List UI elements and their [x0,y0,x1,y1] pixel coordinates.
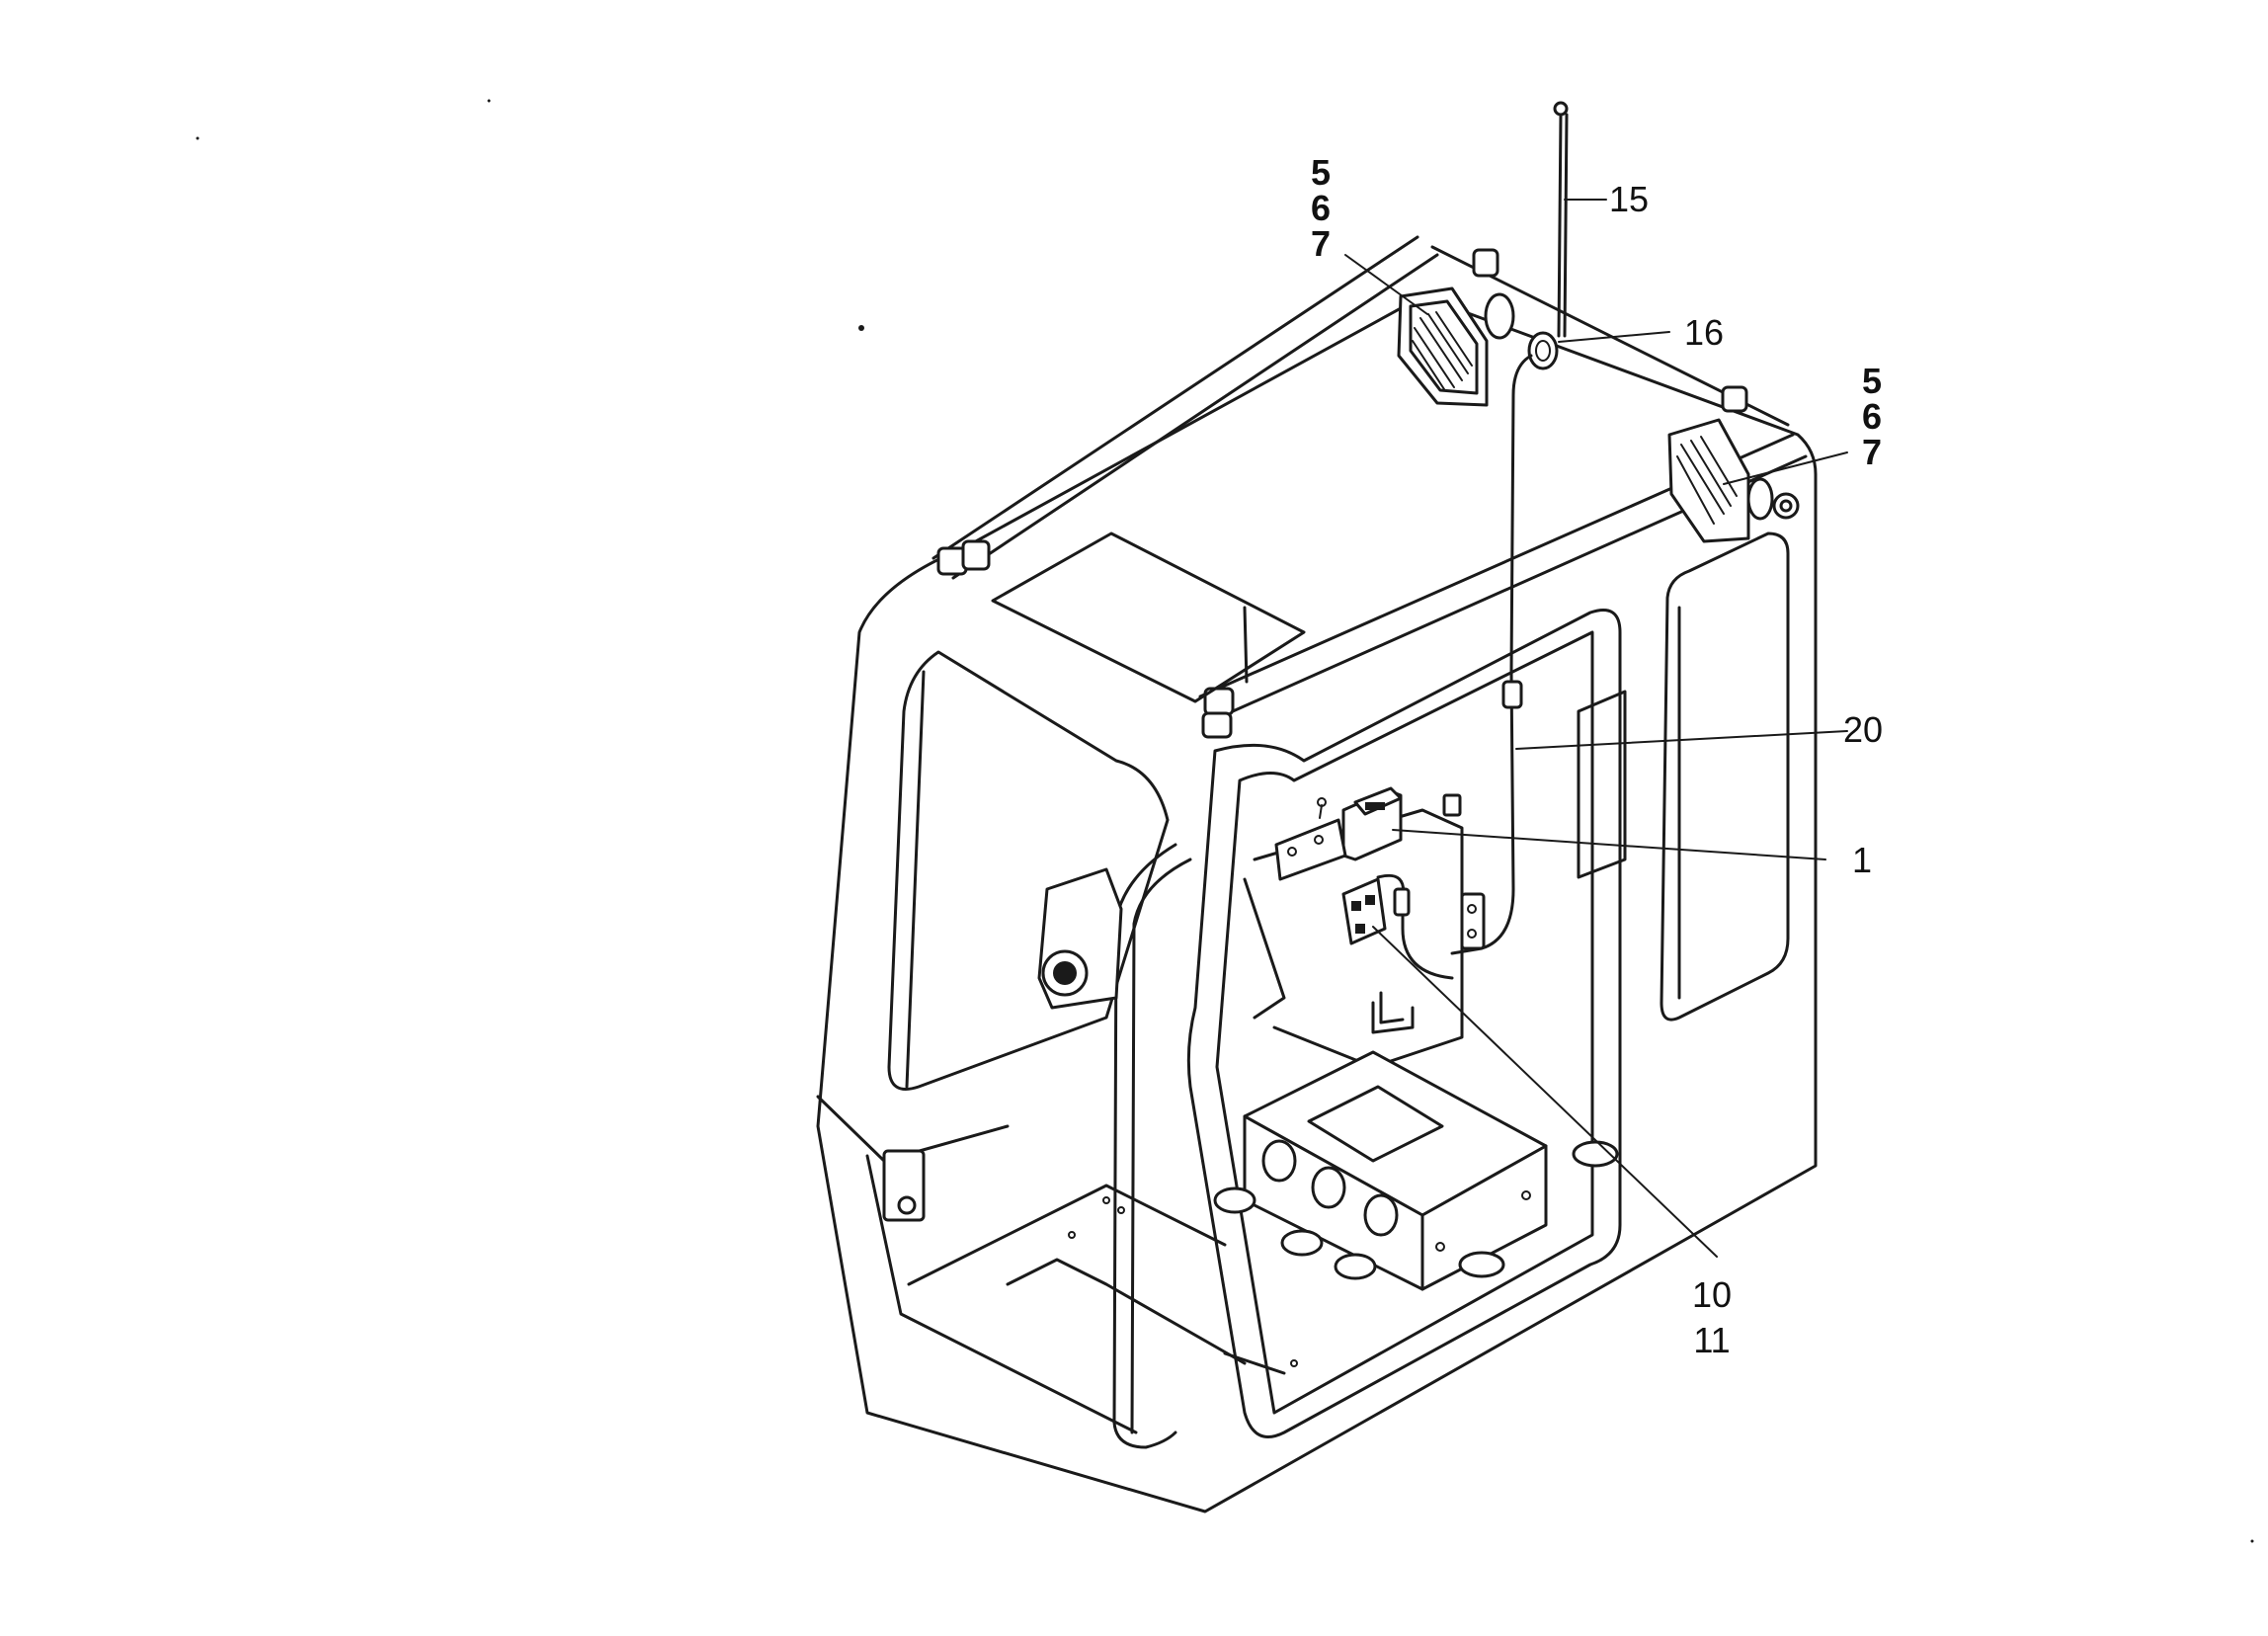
callout-bottom-line-2: 11 [1693,1320,1730,1360]
speaker-right [1667,418,1800,543]
radio-unit [1274,786,1462,881]
callout-top-right-line-3: 7 [1862,432,1882,472]
speaker-icon [1676,436,1738,525]
callout-bottom-line-1: 10 [1692,1274,1732,1315]
scan-specks [196,99,2254,1543]
mounting-bracket [1341,873,1454,1034]
callout-antenna: 15 [1609,179,1649,219]
grab-handle [1112,843,1192,1449]
speaker-left [1397,286,1515,407]
callout-top-right-line-1: 5 [1862,361,1882,401]
callout-bottom-group: 10 11 [1692,1274,1732,1360]
cab-frame [816,235,1818,1513]
callout-top-left-line-2: 6 [1311,188,1331,228]
radio-icon [1353,786,1403,816]
antenna [1553,101,1569,338]
callout-radio: 1 [1852,840,1872,880]
speaker-icon [1412,311,1473,390]
callout-top-left-line-3: 7 [1311,223,1331,264]
callout-antenna-clip: 16 [1684,312,1724,353]
callout-top-right-group: 5 6 7 [1862,361,1882,472]
antenna-clip [1527,331,1559,370]
console-box [1213,1050,1619,1291]
blower-box [1037,867,1123,1010]
antenna-icon [1557,113,1569,338]
callout-top-left-line-1: 5 [1311,152,1331,193]
callout-top-left-group: 5 6 7 [1311,152,1331,264]
leader-lines [1344,199,1848,1258]
callout-cable: 20 [1843,709,1883,750]
antenna-cable [1450,354,1533,955]
bracket-icon [1351,895,1375,934]
callout-top-right-line-2: 6 [1862,396,1882,437]
